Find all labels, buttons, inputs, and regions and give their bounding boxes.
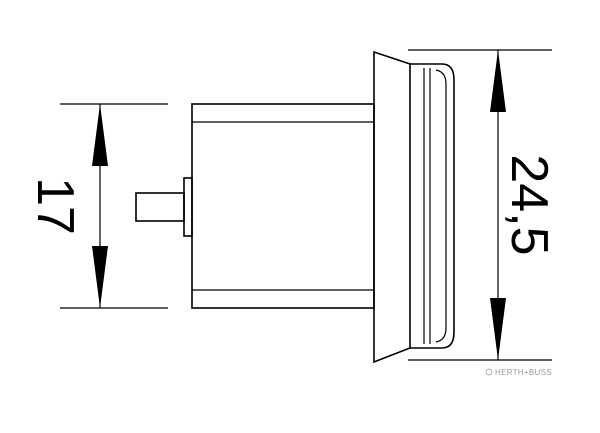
arrow-up <box>490 50 506 112</box>
arrow-up <box>92 104 108 166</box>
brand-text: HERTH+BUSS <box>495 368 552 377</box>
brand-watermark: HERTH+BUSS <box>485 368 552 377</box>
dimension-left: 17 <box>26 103 168 309</box>
arrow-down <box>490 298 506 360</box>
dimension-right: 24,5 <box>408 49 558 361</box>
shaft <box>135 177 193 237</box>
housing-body <box>191 103 375 309</box>
dimension-label-24-5: 24,5 <box>500 154 558 255</box>
lens-flange <box>373 50 455 364</box>
dimension-label-17: 17 <box>26 177 84 235</box>
arrow-down <box>92 246 108 308</box>
